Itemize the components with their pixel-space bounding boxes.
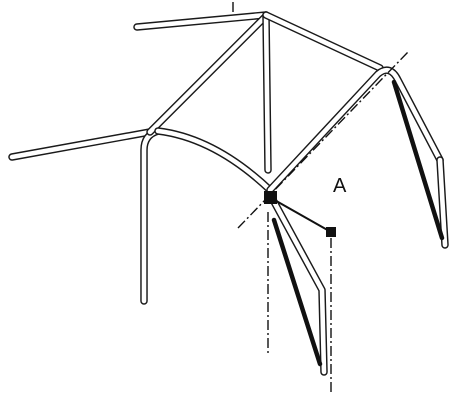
tube-front-cross-bar <box>154 127 274 194</box>
brace-rear <box>391 79 445 241</box>
attachment-detail <box>264 191 336 237</box>
braces <box>271 79 445 367</box>
brace-front <box>271 217 323 367</box>
node-main <box>264 191 277 204</box>
point-label-a: A <box>333 175 347 197</box>
tube-main-hoop-top <box>266 66 444 194</box>
roll-cage-tubes <box>8 11 449 376</box>
node-a <box>326 227 336 237</box>
link-line <box>270 197 332 233</box>
